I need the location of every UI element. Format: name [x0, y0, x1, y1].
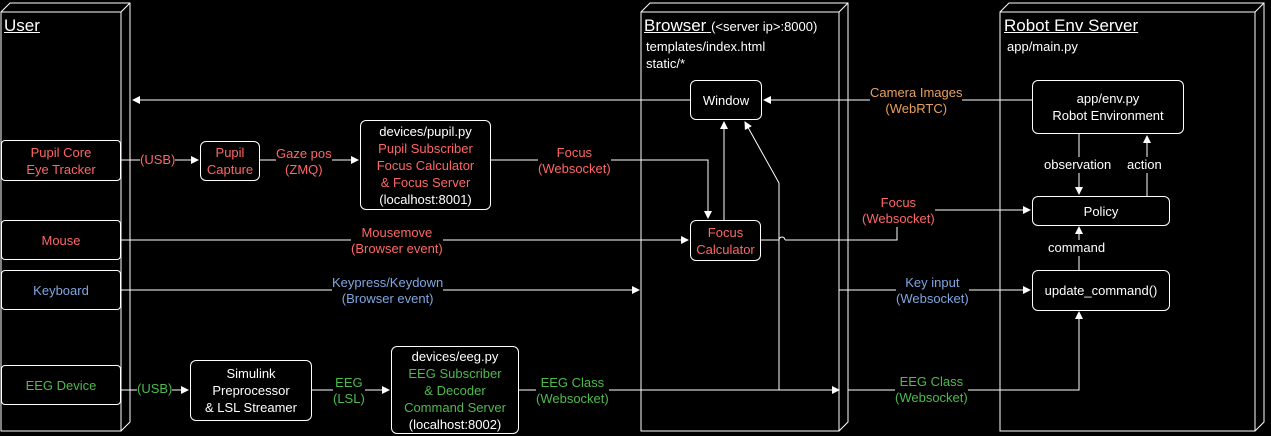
server-file: app/main.py	[1007, 39, 1078, 54]
eeg-py-addr: (localhost:8002)	[408, 416, 502, 432]
focus-ws2-line1: Focus	[880, 195, 917, 210]
env-py-node: app/env.py Robot Environment	[1032, 80, 1184, 134]
update-command-node: update_command()	[1032, 270, 1170, 311]
edge-command: command	[1048, 240, 1106, 256]
key-input-line1: Key input	[905, 275, 960, 290]
mouse-device: Mouse	[1, 220, 121, 260]
pupil-py-line2: Focus Calculator	[376, 157, 475, 173]
policy-label: Policy	[1083, 203, 1119, 219]
keyboard-label: Keyboard	[33, 282, 89, 298]
gaze-line1: Gaze pos	[276, 146, 332, 161]
browser-file-template: templates/index.html	[646, 39, 766, 54]
camera-line1: Camera Images	[870, 85, 963, 100]
env-py-label: Robot Environment	[1052, 108, 1164, 123]
user-lane-title: User	[4, 16, 40, 35]
key-input-line2: (Websocket)	[896, 291, 969, 306]
edge-camera-images: Camera Images (WebRTC)	[870, 85, 963, 117]
eeg-py-line1: EEG Subscriber	[408, 365, 502, 381]
eeg-py-node: devices/eeg.py EEG Subscriber & Decoder …	[391, 346, 519, 434]
server-lane-title: Robot Env Server	[1004, 16, 1139, 35]
pupil-py-node: devices/pupil.py Pupil Subscriber Focus …	[360, 120, 491, 210]
window-node: Window	[690, 80, 762, 120]
eeg-py-file: devices/eeg.py	[411, 348, 499, 364]
mousemove-line1: Mousemove	[361, 225, 433, 240]
server-lane-shape	[999, 2, 1265, 432]
arrow-eeg-to-window	[744, 121, 780, 390]
browser-address: (<server ip>:8000)	[711, 19, 818, 34]
update-command-label: update_command()	[1044, 283, 1158, 298]
edge-focus-ws-browser: Focus (Websocket)	[538, 145, 611, 177]
edge-focus-ws-server: Focus (Websocket)	[862, 195, 935, 227]
focus-calc-line2: Calculator	[696, 241, 755, 257]
edge-key-input: Key input (Websocket)	[896, 275, 969, 307]
focus-ws2-line2: (Websocket)	[862, 211, 935, 226]
window-label: Window	[702, 92, 750, 108]
focus-calculator-node: Focus Calculator	[690, 220, 761, 261]
pupil-capture-line1: Pupil	[215, 145, 245, 160]
focus-ws-line1: Focus	[556, 145, 593, 160]
pupil-core-line2: Eye Tracker	[26, 161, 96, 177]
edge-observation: observation	[1044, 157, 1112, 173]
pupil-py-line1: Pupil Subscriber	[378, 140, 473, 156]
eeg-class2-line2: (Websocket)	[895, 390, 968, 405]
eeg-device: EEG Device	[1, 365, 121, 405]
pupil-core-device: Pupil Core Eye Tracker	[1, 140, 121, 181]
keypress-line1: Keypress/Keydown	[332, 275, 444, 290]
pupil-capture-node: Pupil Capture	[200, 141, 260, 181]
env-py-file: app/env.py	[1076, 91, 1140, 106]
camera-line2: (WebRTC)	[885, 101, 948, 116]
edge-usb-eeg: (USB)	[137, 381, 173, 397]
pupil-py-line3: & Focus Server	[380, 174, 471, 190]
focus-ws-line2: (Websocket)	[538, 161, 611, 176]
mouse-label: Mouse	[41, 232, 81, 248]
eeg-lsl-line2: (LSL)	[333, 391, 365, 406]
edge-eeg-class-server: EEG Class (Websocket)	[895, 374, 968, 406]
eeg-class1-line2: (Websocket)	[536, 391, 609, 406]
simulink-line2: Preprocessor	[212, 383, 290, 398]
policy-node: Policy	[1032, 196, 1170, 226]
edge-eeg-lsl: EEG (LSL)	[333, 375, 365, 407]
edge-action: action	[1127, 157, 1162, 173]
focus-calc-line1: Focus	[707, 224, 744, 240]
edge-usb-pupil: (USB)	[140, 152, 176, 168]
keyboard-device: Keyboard	[1, 270, 121, 310]
mousemove-line2: (Browser event)	[351, 241, 443, 256]
browser-lane-shape	[640, 2, 849, 432]
pupil-core-line1: Pupil Core	[30, 144, 92, 160]
eeg-py-line2: & Decoder	[424, 382, 486, 398]
simulink-node: Simulink Preprocessor & LSL Streamer	[190, 360, 312, 421]
keypress-line2: (Browser event)	[341, 291, 434, 306]
eeg-class1-line1: EEG Class	[540, 375, 605, 390]
browser-file-static: static/*	[646, 56, 686, 71]
edge-gaze-pos: Gaze pos (ZMQ)	[276, 146, 332, 178]
simulink-line1: Simulink	[226, 366, 276, 381]
pupil-py-file: devices/pupil.py	[379, 123, 472, 139]
edge-eeg-class-browser: EEG Class (Websocket)	[536, 375, 609, 407]
browser-title-text: Browser	[644, 16, 707, 35]
browser-lane-title: Browser (<server ip>:8000)	[644, 16, 817, 36]
gaze-line2: (ZMQ)	[285, 162, 323, 177]
eeg-lsl-line1: EEG	[335, 375, 363, 390]
pupil-py-addr: (localhost:8001)	[379, 191, 472, 207]
eeg-device-label: EEG Device	[25, 377, 97, 393]
eeg-class2-line1: EEG Class	[899, 374, 964, 389]
eeg-py-line3: Command Server	[404, 399, 506, 415]
edge-mousemove: Mousemove (Browser event)	[351, 225, 443, 257]
edge-keypress: Keypress/Keydown (Browser event)	[332, 275, 444, 307]
pupil-capture-line2: Capture	[206, 162, 254, 177]
simulink-line3: & LSL Streamer	[204, 400, 297, 415]
